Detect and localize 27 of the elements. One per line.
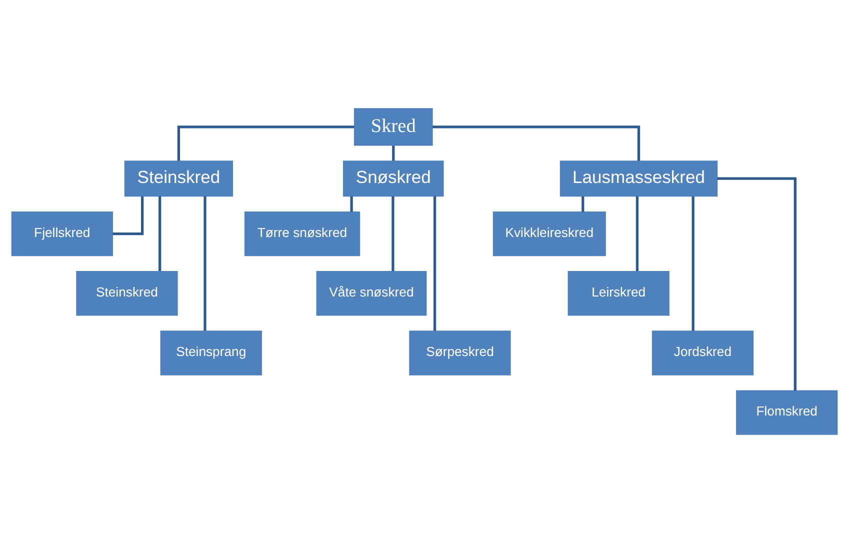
connector [432,126,640,161]
connector [692,196,694,331]
connector [177,126,354,161]
node-box: Kvikkleireskred [492,211,606,256]
node-box: Flomskred [736,390,838,435]
node-box: Steinsprang [160,330,262,376]
node-box: Leirskred [568,271,670,316]
node-box: Steinskred [124,160,234,197]
connector [350,196,353,212]
node-box: Fjellskred [11,211,113,256]
node-box: Sørpeskred [409,330,511,376]
node-box: Våte snøskred [316,271,427,316]
node-box: Snøskred [343,160,444,197]
node-box: Lausmasseskred [560,160,718,197]
connector [392,146,395,161]
node-box: Skred [354,108,433,146]
connector [112,196,144,236]
connector [433,196,436,331]
node-box: Jordskred [652,330,754,376]
connector [392,196,394,272]
connector [636,196,639,272]
node-box: Tørre snøskred [244,211,360,256]
connector [204,196,206,331]
connector [582,196,584,212]
connector [717,177,796,391]
connector [158,196,162,272]
node-box: Steinskred [76,271,178,316]
